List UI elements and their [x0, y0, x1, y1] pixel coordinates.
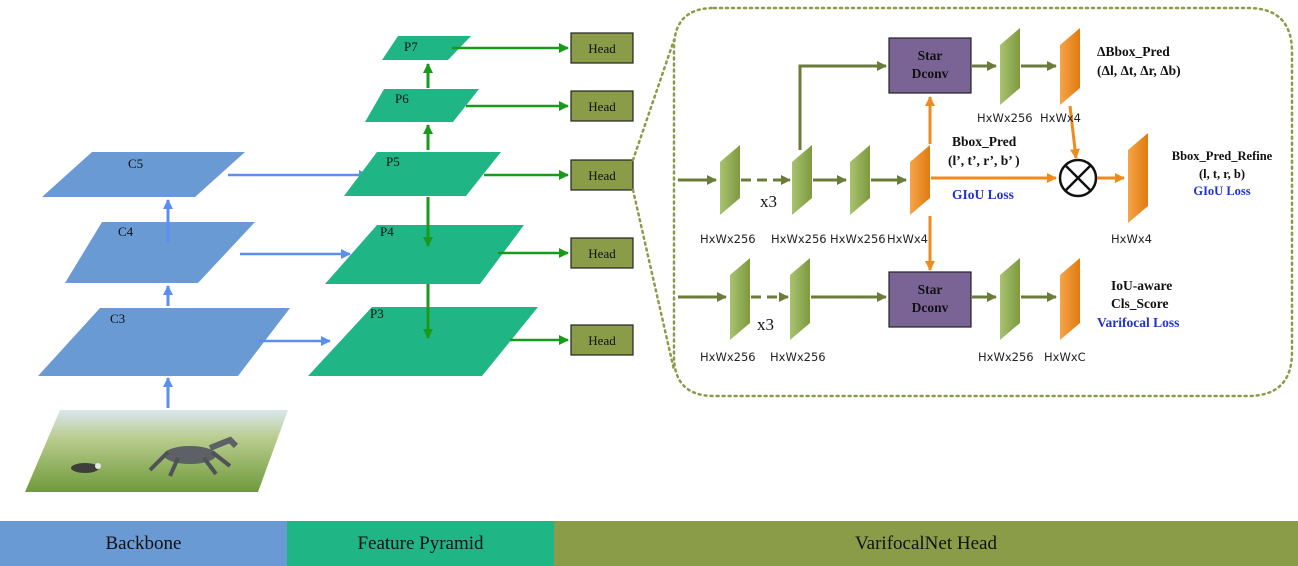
cls-score-title-1: IoU-aware — [1111, 278, 1172, 293]
pyramid-p7-label: P7 — [404, 39, 418, 54]
classification-branch: x3 Star Dconv HxWx256 HxWx256 HxWx256 Hx… — [678, 258, 1179, 364]
backbone-c3-plane — [38, 308, 290, 376]
star-dconv-bottom-line1: Star — [918, 282, 943, 297]
dim-cls-3: HxWx256 — [978, 350, 1034, 364]
head-boxes: Head Head Head Head Head — [570, 32, 634, 356]
dim-cls-4: HxWxC — [1044, 350, 1086, 364]
star-dconv-top — [888, 37, 972, 94]
cls-score-loss: Varifocal Loss — [1097, 315, 1179, 330]
pyramid-p6-label: P6 — [395, 91, 409, 106]
dog-shape — [71, 463, 99, 473]
backbone-c5-plane — [42, 152, 245, 197]
cls-feature-map-1 — [730, 258, 750, 340]
reg-feature-map-3 — [850, 145, 870, 215]
dim-reg-3: HxWx256 — [830, 232, 886, 246]
bbox-pred-refine-map — [1128, 133, 1148, 223]
bbox-pred-targets: (l’, t’, r’, b’ ) — [948, 153, 1020, 168]
horse-legs — [148, 450, 232, 477]
delta-bbox-pred-title: ΔBbox_Pred — [1097, 44, 1170, 59]
regression-branch: x3 Star Dconv HxWx256 HxWx256 HxWx256 — [678, 28, 1273, 271]
reg-feature-map-2 — [792, 145, 812, 215]
head-label-p5: Head — [588, 168, 616, 183]
pyramid-p3-label: P3 — [370, 306, 384, 321]
pyramid-p7-plane — [382, 36, 471, 60]
input-image — [25, 410, 288, 492]
bbox-pred-loss: GIoU Loss — [952, 187, 1014, 202]
multiply-icon — [1058, 158, 1098, 198]
pyramid-p6-plane — [365, 89, 479, 122]
star-dconv-top-line2: Dconv — [912, 66, 949, 81]
bbox-pred-refine-targets: (l, t, r, b) — [1199, 167, 1245, 181]
delta-bbox-pred-targets: (Δl, Δt, Δr, Δb) — [1097, 63, 1181, 78]
horse-head — [208, 436, 239, 451]
star-dconv-top-line1: Star — [918, 48, 943, 63]
legend-feature-pyramid: Feature Pyramid — [287, 521, 554, 566]
zoom-line-top — [631, 38, 676, 162]
reg-repeat-label: x3 — [760, 192, 777, 211]
backbone-c4-plane — [65, 222, 255, 283]
pyramid-p5-plane — [344, 152, 501, 196]
head-box-p5 — [570, 159, 634, 191]
star-dconv-bottom-line2: Dconv — [912, 300, 949, 315]
pyramid-p4-label: P4 — [380, 224, 394, 239]
legend-backbone: Backbone — [0, 521, 287, 566]
dim-cls-1: HxWx256 — [700, 350, 756, 364]
dim-cls-2: HxWx256 — [770, 350, 826, 364]
delta-bbox-pred-map — [1060, 28, 1080, 105]
varifocalnet-diagram: C5 C4 C3 P7 P6 P5 P4 P3 — [25, 6, 1294, 492]
bbox-pred-title: Bbox_Pred — [952, 134, 1017, 149]
arrow-delta-to-multiply — [1068, 105, 1080, 159]
star-dconv-bottom — [888, 271, 972, 328]
feature-pyramid: P7 P6 P5 P4 P3 — [308, 36, 569, 376]
pyramid-p4-plane — [325, 225, 524, 284]
zoom-line-bottom — [631, 188, 676, 372]
bbox-pred-map — [910, 145, 930, 215]
dim-delta-1: HxWx256 — [977, 111, 1033, 125]
dim-delta-2: HxWx4 — [1040, 111, 1081, 125]
head-box-p7 — [570, 32, 634, 64]
pyramid-p5-label: P5 — [386, 154, 400, 169]
pyramid-p3-plane — [308, 307, 538, 376]
delta-feature-map — [1000, 28, 1020, 105]
cls-repeat-label: x3 — [757, 315, 774, 334]
dim-reg-1: HxWx256 — [700, 232, 756, 246]
cls-feature-map-2 — [790, 258, 810, 340]
reg-feature-map-1 — [720, 145, 740, 215]
head-label-p7: Head — [588, 41, 616, 56]
head-label-p6: Head — [588, 99, 616, 114]
dim-reg-4: HxWx4 — [887, 232, 928, 246]
bbox-pred-refine-title: Bbox_Pred_Refine — [1172, 149, 1273, 163]
backbone-c3-label: C3 — [110, 311, 125, 326]
dim-refine: HxWx4 — [1111, 232, 1152, 246]
legend-bar: Backbone Feature Pyramid VarifocalNet He… — [0, 521, 1298, 566]
head-label-p4: Head — [588, 246, 616, 261]
legend-varifocalnet-head: VarifocalNet Head — [554, 521, 1298, 566]
head-box-p3 — [570, 324, 634, 356]
head-detail-outline — [631, 6, 1294, 398]
cls-score-map — [1060, 258, 1080, 340]
backbone-c4-label: C4 — [118, 224, 134, 239]
head-box-p6 — [570, 90, 634, 122]
cls-feature-map-3 — [1000, 258, 1020, 340]
dim-reg-2: HxWx256 — [771, 232, 827, 246]
arrow-to-star-dconv-top — [798, 61, 887, 150]
cls-score-title-2: Cls_Score — [1111, 296, 1169, 311]
bbox-pred-refine-loss: GIoU Loss — [1193, 184, 1250, 198]
backbone-c5-label: C5 — [128, 156, 143, 171]
head-label-p3: Head — [588, 333, 616, 348]
head-box-p4 — [570, 237, 634, 269]
backbone: C5 C4 C3 — [38, 152, 369, 408]
